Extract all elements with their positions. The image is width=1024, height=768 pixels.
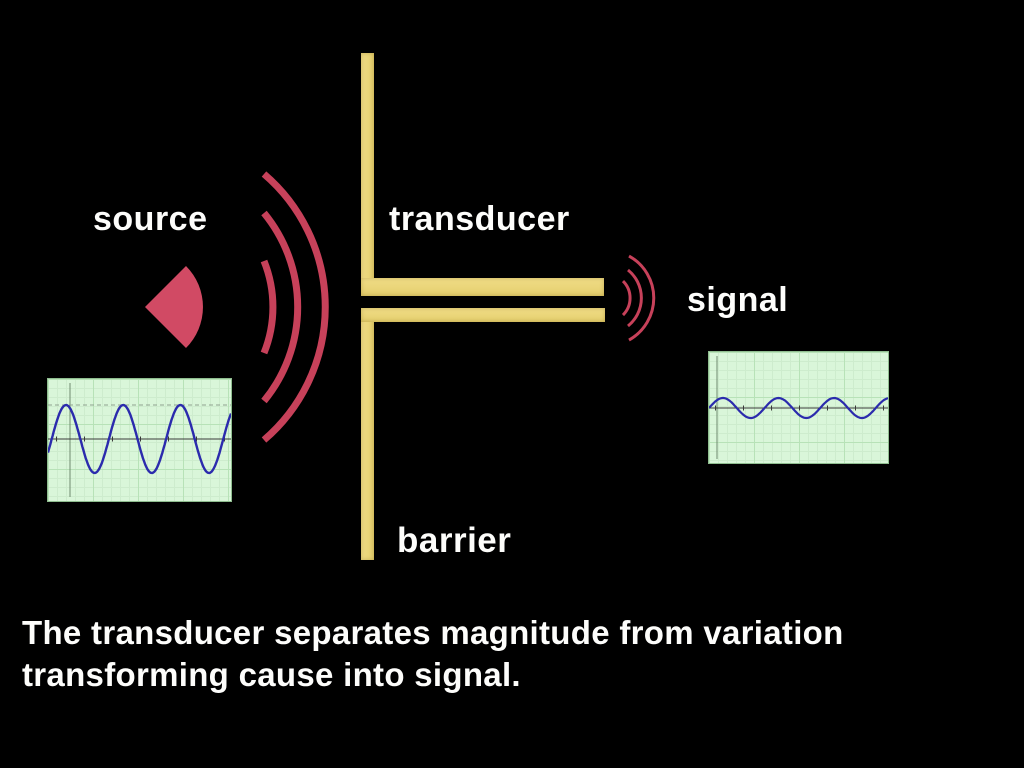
signal-waveform-plot xyxy=(709,356,888,459)
signal-waves-graphic xyxy=(621,254,656,342)
source-wave-arc-inner xyxy=(260,259,277,355)
signal-sine-curve xyxy=(709,396,888,420)
caption-text: The transducer separates magnitude from … xyxy=(22,612,844,696)
signal-wave-arc-outer xyxy=(628,254,656,342)
caption-line-1: The transducer separates magnitude from … xyxy=(22,614,844,651)
source-wave-arc-middle xyxy=(261,210,302,404)
source-waves-graphic xyxy=(145,171,329,443)
transducer-channel-top xyxy=(361,278,604,296)
signal-wave-arcs xyxy=(621,254,656,342)
source-wave-arcs xyxy=(260,171,329,443)
transducer-channel-bottom xyxy=(361,308,605,322)
source-label: source xyxy=(93,200,208,238)
barrier-bar-lower xyxy=(361,308,374,560)
barrier-bar-upper xyxy=(361,53,374,296)
source-wave-arc-outer xyxy=(261,171,329,443)
signal-wave-arc-inner xyxy=(621,279,632,317)
signal-waveform-graph xyxy=(708,351,889,464)
barrier-label: barrier xyxy=(397,521,512,560)
signal-wave-arc-middle xyxy=(627,268,643,328)
source-wedge-icon xyxy=(145,266,203,348)
caption-line-2: transforming cause into signal. xyxy=(22,656,521,693)
source-sine-curve xyxy=(48,403,231,475)
source-waveform-graph xyxy=(47,378,232,502)
signal-label: signal xyxy=(687,281,789,319)
transducer-label: transducer xyxy=(389,200,570,238)
source-waveform-plot xyxy=(48,383,231,497)
